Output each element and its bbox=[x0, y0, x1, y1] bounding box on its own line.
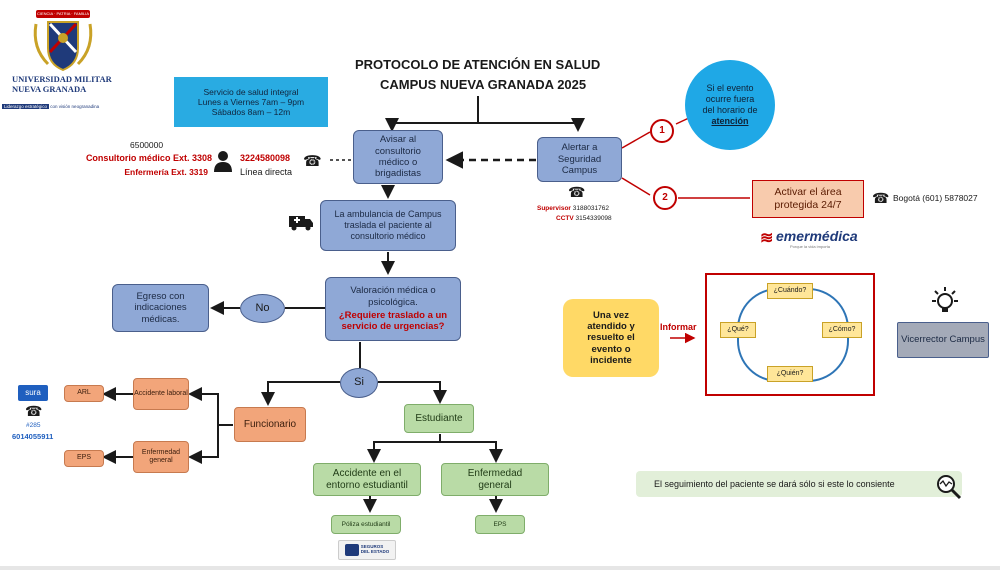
service-line1: Servicio de salud integral bbox=[203, 86, 299, 97]
supervisor-line: Supervisor 3188031762 bbox=[537, 205, 609, 212]
slogan-b: con visión neogranadina bbox=[50, 104, 100, 109]
cctv-phone: 3154339098 bbox=[575, 215, 612, 222]
avisar-box: Avisar al consultorio médico o brigadist… bbox=[353, 130, 443, 184]
direct-number: 3224580098 bbox=[240, 153, 291, 163]
direct-label: Línea directa bbox=[240, 167, 293, 177]
eps-f-box: EPS bbox=[64, 450, 104, 467]
enfermedad-general-f-box: Enfermedad general bbox=[133, 441, 189, 473]
emermedica-logo: ≋ emermédica Porque la vida importa bbox=[760, 226, 870, 250]
seguros-icon bbox=[344, 544, 359, 556]
informar-label: Informar bbox=[660, 322, 697, 332]
consultorio-ext: Ext. 3308 bbox=[172, 153, 212, 163]
enfermeria-line: Enfermería Ext. 3319 bbox=[82, 167, 208, 177]
enfermeria-ext: Ext. 3319 bbox=[171, 167, 208, 177]
slogan-a: Liderazgo estratégico bbox=[2, 104, 50, 109]
poliza-box: Póliza estudiantil bbox=[331, 515, 401, 534]
step-1-badge: 1 bbox=[650, 119, 674, 143]
sura-logo: sura bbox=[18, 385, 48, 401]
outside-hours-text: Si el evento ocurre fuera del horario de bbox=[702, 83, 758, 115]
si-node: Si bbox=[340, 368, 378, 398]
quien-tag: ¿Quién? bbox=[767, 366, 813, 382]
service-line3: Sábados 8am – 12m bbox=[211, 107, 291, 118]
funcionario-box: Funcionario bbox=[234, 407, 306, 442]
phone-main: 6500000 bbox=[130, 140, 164, 150]
bogota-phone-icon: ☎ bbox=[872, 190, 890, 206]
valoracion-box: Valoración médica o psicológica. ¿Requie… bbox=[325, 277, 461, 341]
accidente-laboral-box: Accidente laboral bbox=[133, 378, 189, 410]
activar-box: Activar el área protegida 24/7 bbox=[752, 180, 864, 218]
que-tag: ¿Qué? bbox=[720, 322, 756, 338]
sura-code: #285 bbox=[26, 422, 41, 429]
step-2-badge: 2 bbox=[653, 186, 677, 210]
page-title-line2: CAMPUS NUEVA GRANADA 2025 bbox=[380, 77, 587, 92]
seguros-logo: SEGUROS DEL ESTADO bbox=[338, 540, 396, 560]
enfermedad-general-e-box: Enfermedad general bbox=[441, 463, 549, 496]
emermedica-icon: ≋ bbox=[760, 230, 774, 247]
page-title-line1: PROTOCOLO DE ATENCIÓN EN SALUD bbox=[355, 57, 601, 72]
attended-box: Una vez atendido y resuelto el evento o … bbox=[563, 299, 659, 377]
seguros-line1: SEGUROS bbox=[360, 544, 384, 550]
estudiante-box: Estudiante bbox=[404, 404, 474, 433]
security-phone-icon: ☎ bbox=[568, 184, 586, 200]
consultorio-label: Consultorio médico bbox=[85, 153, 171, 163]
seguimiento-note: El seguimiento del paciente se dará sólo… bbox=[636, 471, 962, 497]
supervisor-phone: 3188031762 bbox=[572, 205, 609, 212]
consultorio-line: Consultorio médico Ext. 3308 bbox=[82, 153, 212, 163]
service-box: Servicio de salud integral Lunes a Viern… bbox=[174, 77, 328, 127]
egreso-box: Egreso con indicaciones médicas. bbox=[112, 284, 209, 332]
sura-phone: 6014055911 bbox=[12, 432, 54, 441]
ambulance-icon bbox=[289, 216, 313, 231]
magnifier-icon bbox=[937, 475, 962, 500]
university-name-2: NUEVA GRANADA bbox=[12, 84, 87, 94]
cctv-label: CCTV bbox=[556, 215, 574, 222]
shield-icon bbox=[33, 21, 93, 72]
service-line2: Lunes a Viernes 7am – 9pm bbox=[197, 96, 305, 107]
valoracion-question: ¿Requiere traslado a un servicio de urge… bbox=[338, 310, 448, 333]
doctor-icon bbox=[214, 151, 232, 172]
no-node: No bbox=[240, 294, 285, 323]
valoracion-text: Valoración médica o psicológica. bbox=[350, 285, 436, 308]
eps-e-box: EPS bbox=[475, 515, 525, 534]
outside-hours-circle: Si el evento ocurre fuera del horario de… bbox=[685, 60, 775, 150]
enfermeria-label: Enfermería bbox=[124, 167, 169, 177]
supervisor-label: Supervisor bbox=[537, 205, 571, 212]
outside-hours-atencion: atención bbox=[711, 115, 749, 126]
lightbulb-icon bbox=[932, 287, 958, 312]
university-logo: CIENCIA · PATRIA · FAMILIA bbox=[28, 10, 98, 72]
vicerrector-box: Vicerrector Campus bbox=[897, 322, 989, 358]
ambulancia-box: La ambulancia de Campus traslada el paci… bbox=[320, 200, 456, 251]
seguimiento-text: El seguimiento del paciente se dará sólo… bbox=[654, 478, 895, 489]
bottom-divider bbox=[0, 566, 1000, 570]
reporting-frame bbox=[705, 273, 875, 396]
como-tag: ¿Cómo? bbox=[822, 322, 862, 338]
arl-box: ARL bbox=[64, 385, 104, 402]
telephone-icon: ☎ bbox=[303, 153, 322, 170]
bogota-phone: Bogotá (601) 5878027 bbox=[893, 193, 978, 203]
cuando-tag: ¿Cuándo? bbox=[767, 283, 813, 299]
logo-banner: CIENCIA · PATRIA · FAMILIA bbox=[36, 10, 90, 18]
cctv-line: CCTV 3154339098 bbox=[556, 215, 612, 222]
emermedica-tagline: Porque la vida importa bbox=[790, 244, 831, 249]
sura-phone-icon: ☎ bbox=[25, 403, 43, 419]
university-name-1: UNIVERSIDAD MILITAR bbox=[12, 74, 112, 84]
accidente-estudiantil-box: Accidente en el entorno estudiantil bbox=[313, 463, 421, 496]
seguros-line2: DEL ESTADO bbox=[360, 549, 390, 554]
slogan: Liderazgo estratégico con visión neogran… bbox=[2, 103, 132, 111]
emermedica-name: emermédica bbox=[776, 228, 858, 244]
alertar-box: Alertar a Seguridad Campus bbox=[537, 137, 622, 182]
